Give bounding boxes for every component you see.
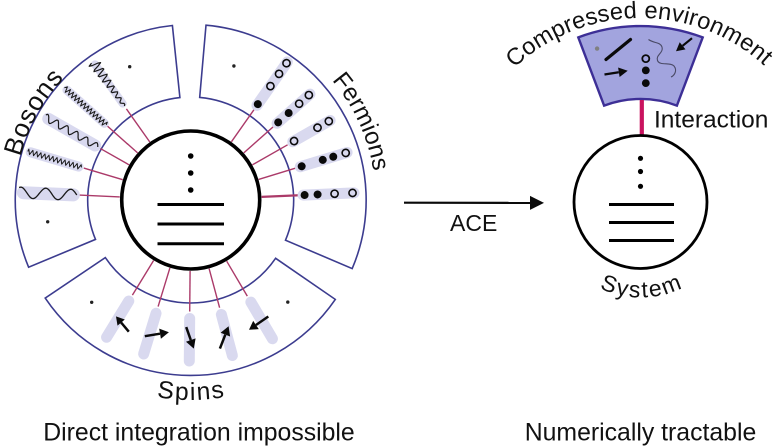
svg-text:Interaction: Interaction (654, 107, 768, 134)
svg-text:Spins: Spins (156, 376, 227, 406)
svg-text:ACE: ACE (450, 210, 497, 236)
svg-text:Direct integration impossible: Direct integration impossible (43, 420, 354, 447)
svg-text:Numerically tractable: Numerically tractable (525, 420, 757, 447)
